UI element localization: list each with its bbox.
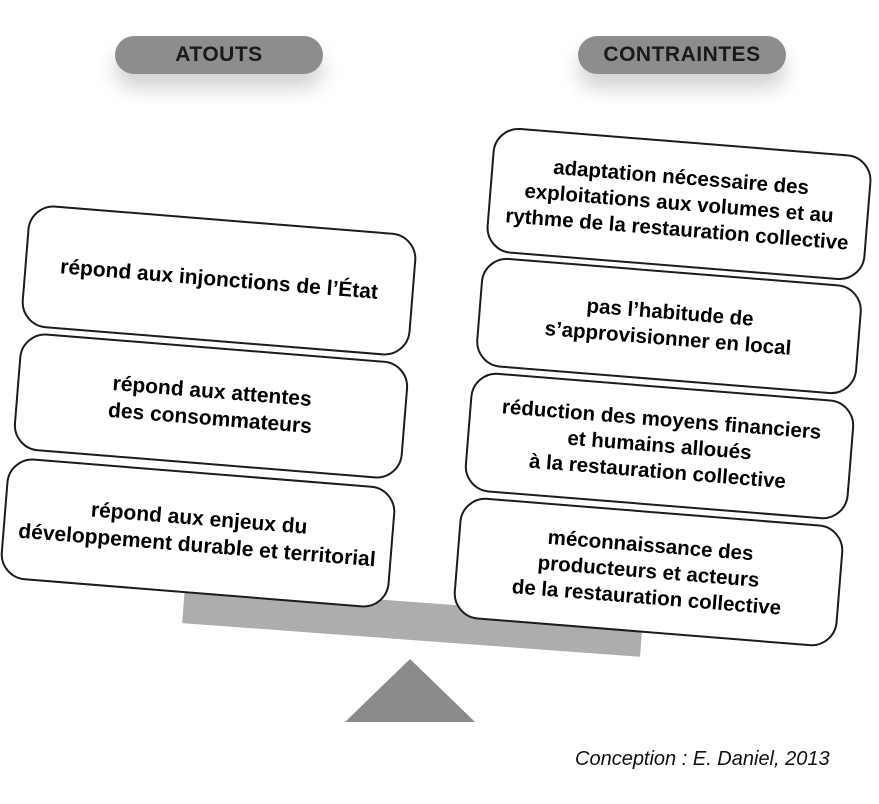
- header-pill-atouts-label: ATOUTS: [175, 43, 263, 66]
- atouts-card-1-label: répond aux injonctions de l’État: [59, 255, 379, 304]
- header-pill-atouts: ATOUTS: [115, 36, 323, 74]
- header-pill-contraintes: CONTRAINTES: [578, 36, 786, 74]
- atouts-card-1: répond aux injonctions de l’État: [19, 203, 419, 358]
- caption: Conception : E. Daniel, 2013: [575, 748, 830, 770]
- header-pill-contraintes-label: CONTRAINTES: [603, 43, 761, 66]
- balance-fulcrum-icon: [345, 659, 475, 722]
